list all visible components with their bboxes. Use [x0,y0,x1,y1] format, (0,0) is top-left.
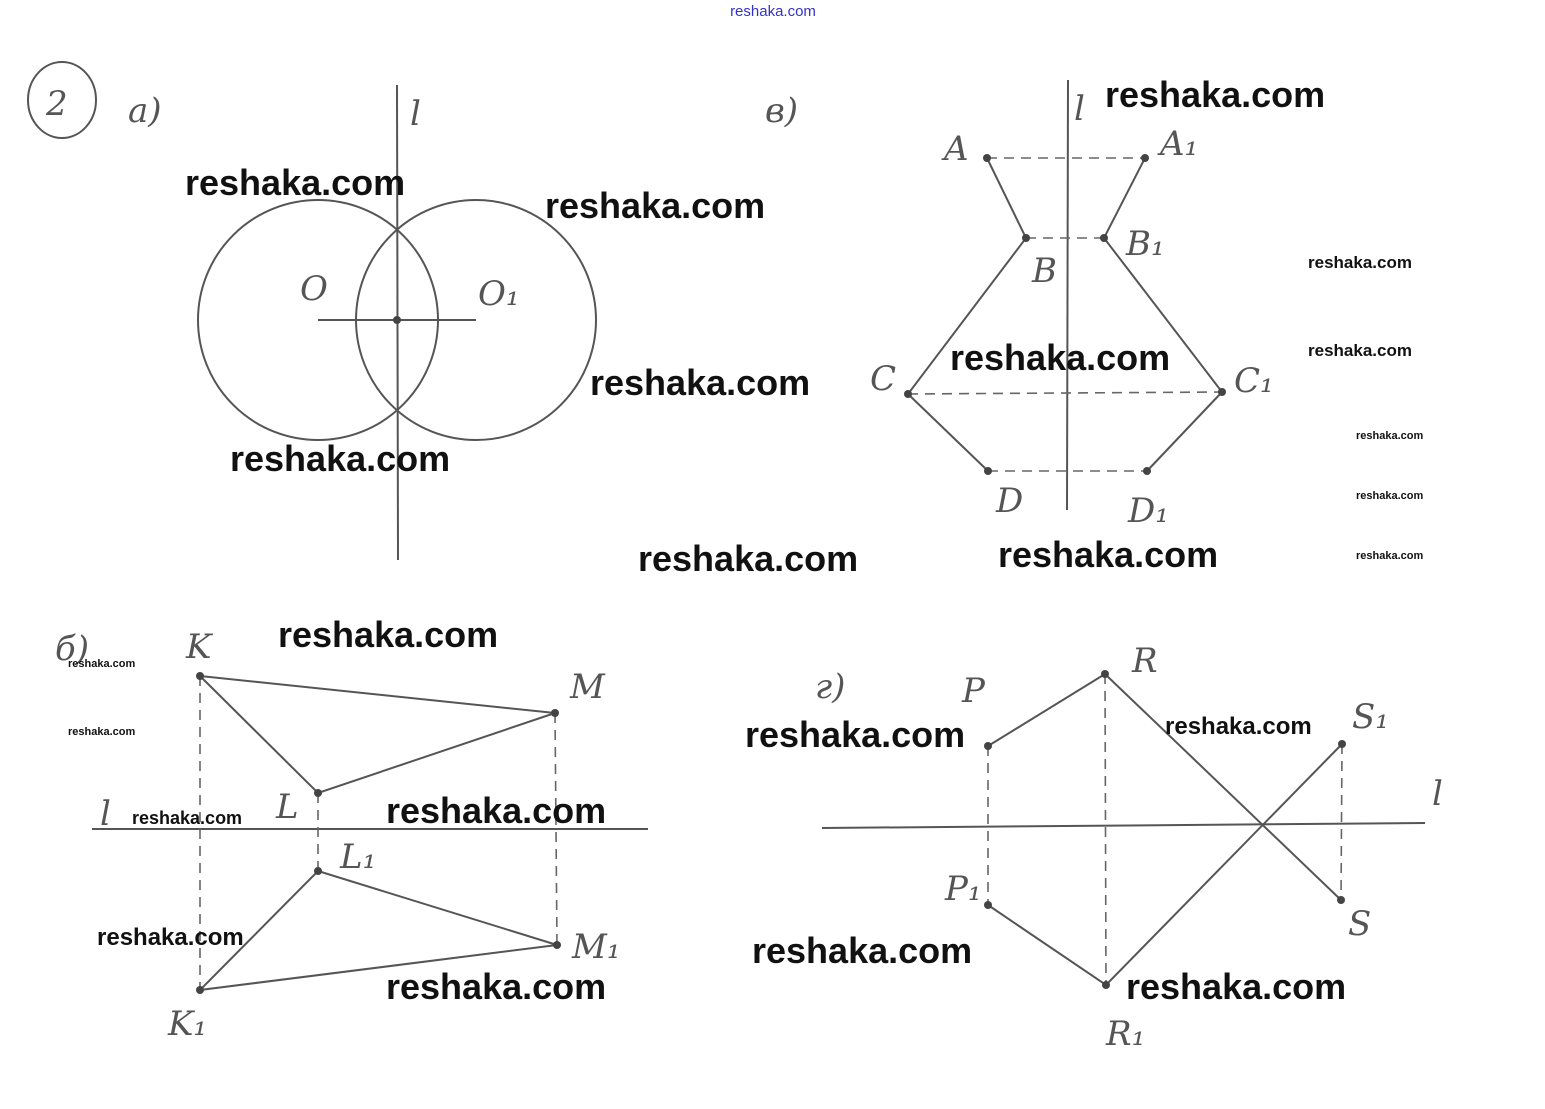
part-v: в) A A₁ B B₁ C C₁ D D₁ l [765,79,1274,531]
part-b-label: б) [55,629,89,669]
polyline-p1r1s1 [987,743,1343,987]
watermark: reshaka.com [1356,430,1423,442]
label-c1: C₁ [1234,361,1274,401]
label-d: D [995,481,1023,521]
watermark: reshaka.com [132,808,242,828]
watermarks: reshaka.com reshaka.com reshaka.com resh… [68,74,1423,1007]
watermark: reshaka.com [1308,341,1412,360]
label-d1: D₁ [1127,491,1169,531]
watermark: reshaka.com [1308,253,1412,272]
watermark: reshaka.com [745,714,965,755]
polyline-prs [987,672,1342,901]
axis-l-label-g: l [1432,774,1443,814]
part-a-label: а) [128,91,162,131]
dash-s-s1 [1340,743,1343,901]
dash-m-m1 [554,712,558,946]
watermark: reshaka.com [998,534,1218,575]
task-number-circle [27,61,97,139]
label-k1: K₁ [167,1004,207,1044]
watermark: reshaka.com [185,162,405,203]
label-p: P [961,671,986,711]
watermark: reshaka.com [590,362,810,403]
label-m1: M₁ [571,927,620,967]
watermark: reshaka.com [545,185,765,226]
triangle-k1m1l1 [197,869,558,992]
part-b: б) l K M L L₁ M₁ K₁ [55,627,648,1044]
label-r: R [1131,641,1158,681]
part-v-label: в) [765,91,798,131]
axis-l-label-a: l [410,94,421,134]
watermark-top: reshaka.com [730,3,816,20]
label-o1: O₁ [478,274,520,314]
watermark: reshaka.com [638,538,858,579]
triangle-kml [197,674,556,795]
task-number-text: 2 [45,84,68,124]
part-g-label: г) [815,667,845,707]
axis-l-g [821,822,1426,829]
watermark: reshaka.com [386,790,606,831]
watermark: reshaka.com [1356,490,1423,502]
label-r1: R₁ [1105,1014,1145,1054]
label-l1: L₁ [339,837,376,877]
watermark: reshaka.com [278,614,498,655]
watermark: reshaka.com [230,438,450,479]
part-a: а) l O O₁ [128,84,597,561]
watermark: reshaka.com [1165,713,1312,740]
polyline-abcd [906,157,1028,472]
axis-l-v [1066,79,1069,511]
label-b1: B₁ [1125,224,1165,264]
label-p1: P₁ [944,869,982,909]
polyline-a1b1c1d1 [1102,157,1224,472]
watermark: reshaka.com [950,337,1170,378]
label-a1: A₁ [1157,124,1198,164]
label-c: C [870,359,896,399]
label-k: K [185,627,214,667]
watermark: reshaka.com [1126,966,1346,1007]
label-m: M [569,667,606,707]
label-b: B [1031,251,1057,291]
task-number: 2 [27,61,97,139]
watermark: reshaka.com [1105,74,1325,115]
dash-c-c1 [907,391,1223,395]
label-s: S [1348,904,1371,944]
axis-l-label-v: l [1074,89,1085,129]
watermark: reshaka.com [1356,550,1423,562]
watermark: reshaka.com [386,966,606,1007]
axis-l-label-b: l [100,794,111,834]
label-l: L [275,787,299,827]
watermark: reshaka.com [97,924,244,951]
dash-r-r1 [1104,673,1107,986]
label-a: A [941,129,969,169]
part-g: г) l P R S₁ S P₁ R₁ [815,641,1443,1054]
label-o: O [300,269,328,309]
watermark: reshaka.com [752,930,972,971]
midpoint [393,316,401,324]
watermark: reshaka.com [68,726,135,738]
label-s1: S₁ [1352,697,1389,737]
watermark: reshaka.com [68,658,135,670]
